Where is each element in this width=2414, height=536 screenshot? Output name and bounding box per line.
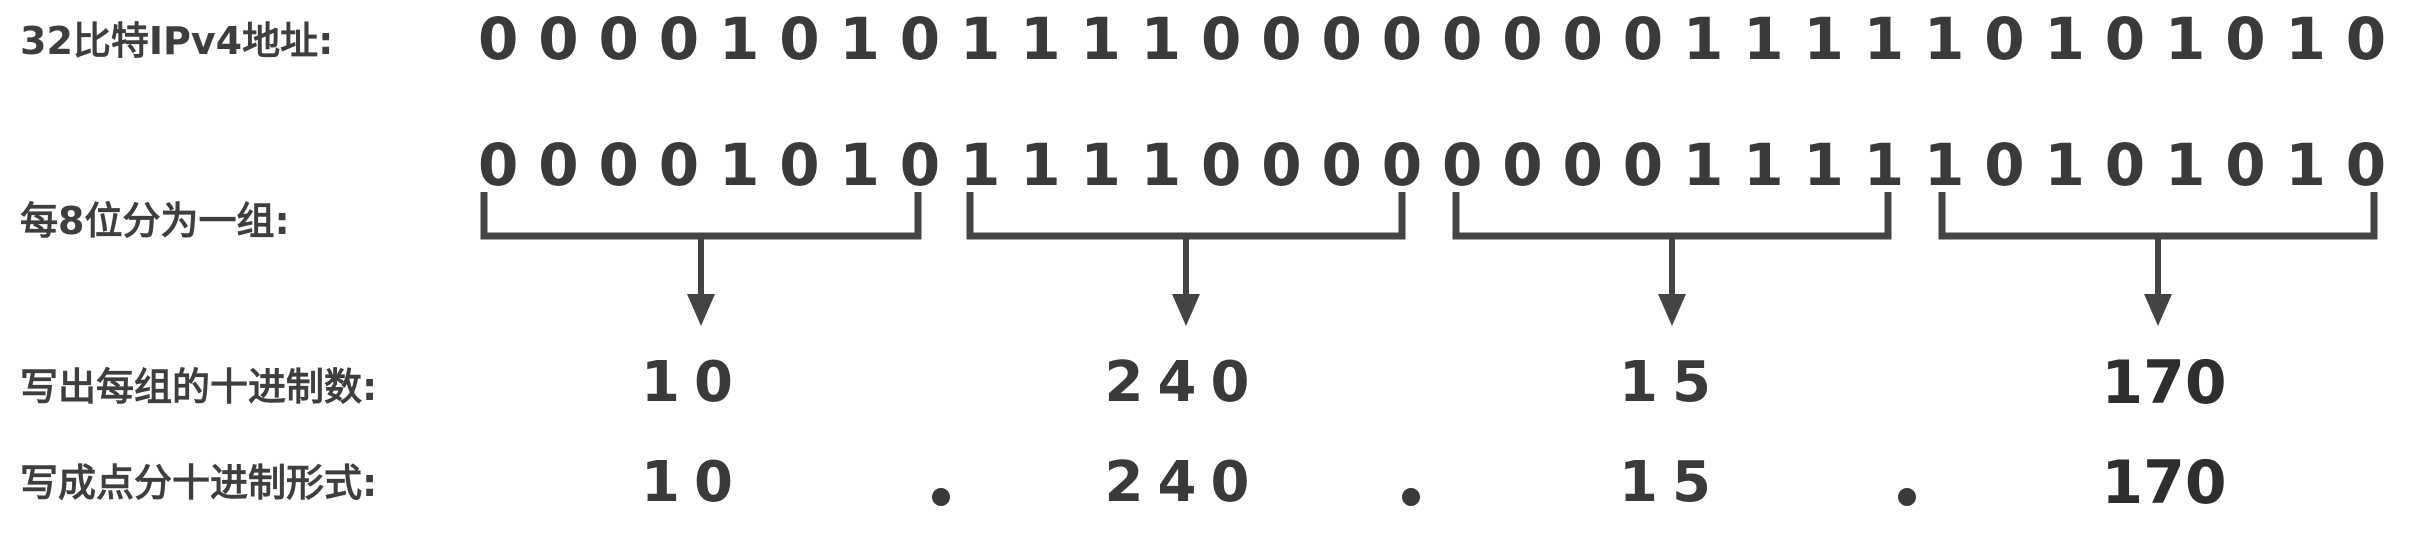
grouped-bit-13: 0: [1261, 131, 1302, 199]
grouped-bit-4: 1: [718, 131, 760, 199]
address-bit-1: 0: [538, 5, 579, 73]
dotted-decimal-row: 10 240 15 170: [0, 448, 2414, 518]
group-decimal-value-2: 15: [1619, 350, 1725, 415]
group-decimal-value-1: 240: [1104, 350, 1264, 415]
address-bit-6: 1: [839, 5, 880, 73]
address-bit-12: 0: [1200, 5, 1242, 73]
grouped-bit-31: 0: [2345, 131, 2387, 199]
group-arrow-head-2: [1658, 294, 1686, 326]
address-bit-3: 0: [658, 5, 700, 73]
dotted-decimal-value-3: 170: [2101, 448, 2227, 518]
address-bit-22: 1: [1803, 5, 1844, 73]
grouped-bit-27: 0: [2104, 131, 2146, 199]
address-bit-7: 0: [899, 5, 941, 73]
grouped-bit-29: 0: [2225, 131, 2266, 199]
address-bit-15: 0: [1381, 5, 1423, 73]
grouped-bit-5: 0: [779, 131, 820, 199]
address-bit-2: 0: [598, 5, 639, 73]
address-bit-5: 0: [779, 5, 820, 73]
grouped-bit-3: 0: [658, 131, 700, 199]
address-bit-28: 1: [2164, 5, 2206, 73]
address-bit-16: 0: [1441, 5, 1483, 73]
grouped-bit-17: 0: [1502, 131, 1543, 199]
decimal-values-row: 10 240 15 170: [0, 348, 2414, 418]
address-bit-30: 1: [2285, 5, 2326, 73]
label-decimal-each-group: 写出每组的十进制数:: [20, 365, 378, 409]
grouped-bit-22: 1: [1803, 131, 1844, 199]
address-bit-24: 1: [1923, 5, 1965, 73]
grouped-bit-10: 1: [1080, 131, 1121, 199]
grouped-bit-30: 1: [2285, 131, 2326, 199]
dotted-separator-0: [932, 488, 950, 506]
grouped-bit-2: 0: [598, 131, 639, 199]
address-bit-20: 1: [1682, 5, 1724, 73]
address-bit-18: 0: [1562, 5, 1603, 73]
group-arrow-head-1: [1172, 294, 1200, 326]
group-bracket-2: [1452, 192, 1892, 240]
address-bit-25: 0: [1984, 5, 2025, 73]
address-bit-31: 0: [2345, 5, 2387, 73]
grouped-bit-24: 1: [1923, 131, 1965, 199]
grouped-bit-7: 0: [899, 131, 941, 199]
group-decimal-value-0: 10: [641, 350, 747, 415]
address-bit-17: 0: [1502, 5, 1543, 73]
dotted-decimal-value-0: 10: [641, 450, 747, 515]
grouped-bit-15: 0: [1381, 131, 1423, 199]
group-bracket-1: [966, 192, 1406, 240]
dotted-decimal-value-1: 240: [1104, 450, 1264, 515]
address-bit-21: 1: [1743, 5, 1784, 73]
grouped-bit-25: 0: [1984, 131, 2025, 199]
grouped-bit-12: 0: [1200, 131, 1242, 199]
grouped-bit-23: 1: [1863, 131, 1905, 199]
grouped-bit-16: 0: [1441, 131, 1483, 199]
grouped-bit-14: 0: [1321, 131, 1362, 199]
address-bit-27: 0: [2104, 5, 2146, 73]
grouped-bit-20: 1: [1682, 131, 1724, 199]
group-decimal-value-3: 170: [2101, 348, 2227, 418]
dotted-separator-1: [1402, 488, 1420, 506]
label-dotted-decimal: 写成点分十进制形式:: [20, 461, 378, 505]
group-bracket-0: [480, 192, 922, 240]
label-group-by-8: 每8位分为一组:: [20, 199, 290, 243]
address-bit-19: 0: [1622, 5, 1664, 73]
address-bit-0: 0: [477, 5, 519, 73]
grouped-bit-1: 0: [538, 131, 579, 199]
dotted-separator-2: [1898, 488, 1916, 506]
grouped-bit-11: 1: [1140, 131, 1182, 199]
grouped-bit-19: 0: [1622, 131, 1664, 199]
grouped-bit-21: 1: [1743, 131, 1784, 199]
address-bit-11: 1: [1140, 5, 1182, 73]
group-bracket-3: [1938, 192, 2378, 240]
address-bit-8: 1: [959, 5, 1001, 73]
group-arrow-head-3: [2144, 294, 2172, 326]
address-bit-4: 1: [718, 5, 760, 73]
address-bit-26: 1: [2044, 5, 2085, 73]
dotted-decimal-value-2: 15: [1619, 450, 1725, 515]
address-bit-10: 1: [1080, 5, 1121, 73]
grouped-bit-18: 0: [1562, 131, 1603, 199]
grouped-bit-26: 1: [2044, 131, 2085, 199]
grouped-bit-28: 1: [2164, 131, 2206, 199]
group-arrow-head-0: [687, 294, 715, 326]
address-bit-13: 0: [1261, 5, 1302, 73]
label-32bit-address: 32比特IPv4地址:: [20, 19, 334, 63]
address-bit-29: 0: [2225, 5, 2266, 73]
address-bit-9: 1: [1020, 5, 1061, 73]
address-bit-14: 0: [1321, 5, 1362, 73]
grouped-bit-6: 1: [839, 131, 880, 199]
address-bit-23: 1: [1863, 5, 1905, 73]
grouped-bit-0: 0: [477, 131, 519, 199]
grouped-bit-8: 1: [959, 131, 1001, 199]
grouped-bit-9: 1: [1020, 131, 1061, 199]
